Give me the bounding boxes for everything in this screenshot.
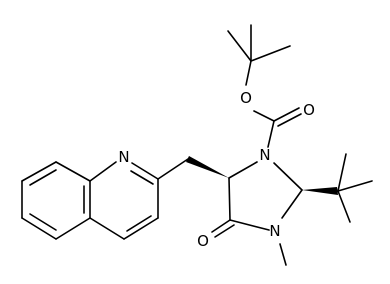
imidazolidinone-ring	[228, 161, 303, 231]
atom-label-quinoline-nitrogen: N	[118, 148, 129, 166]
atom-label-ring-n3: N	[269, 222, 280, 240]
lactam-carbonyl	[211, 219, 235, 238]
atom-label-lactam-oxygen: O	[197, 232, 209, 250]
c2-tert-butyl	[302, 153, 373, 223]
boc-tert-butyl	[227, 24, 291, 86]
quinoline-ring-system	[21, 161, 159, 240]
atom-label-carbamate-carbonyl-oxygen: O	[303, 101, 315, 119]
atom-label-carbamate-ether-oxygen: O	[240, 89, 252, 107]
n-methyl-bond	[279, 243, 287, 266]
atom-label-ring-n1: N	[259, 146, 270, 164]
methylene-linker	[157, 156, 229, 180]
carbamate-bonds	[253, 107, 302, 148]
